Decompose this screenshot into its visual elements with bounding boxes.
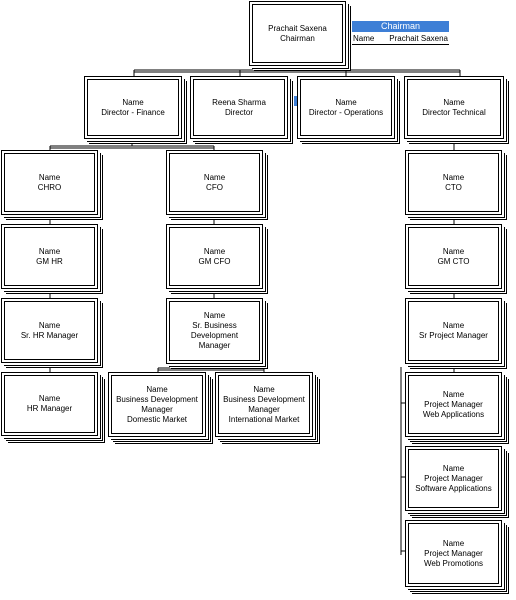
pm-software-applications-title: Project Manager — [424, 473, 483, 483]
cto-title: CTO — [445, 182, 462, 192]
chairman-box[interactable]: Prachait Saxena Chairman — [249, 1, 346, 66]
hr-manager-name: Name — [38, 394, 61, 403]
gm-hr-title: GM HR — [36, 256, 63, 266]
gm-hr-name: Name — [38, 246, 61, 256]
director-title: Director — [224, 107, 253, 117]
bdm-international-market: International Market — [228, 414, 300, 424]
pm-web-promotions-name: Name — [442, 538, 465, 548]
pm-web-applications-title: Project Manager — [424, 399, 483, 409]
bdm-international-box[interactable]: Name Business Development Manager Intern… — [215, 372, 313, 437]
director-technical-name: Name — [443, 97, 465, 107]
legend-row: Name Prachait Saxena — [352, 32, 449, 45]
pm-web-applications-box[interactable]: Name Project Manager Web Applications — [405, 372, 502, 437]
director-box[interactable]: Reena Sharma Director — [190, 76, 288, 139]
bdm-international-title: Business Development — [223, 394, 305, 404]
cfo-name: Name — [203, 172, 226, 182]
sr-bdm-title-cont: Manager — [198, 341, 231, 350]
sr-bdm-box[interactable]: Name Sr. Business Development Manager — [166, 298, 263, 364]
director-technical-box[interactable]: Name Director Technical — [404, 76, 504, 139]
pm-web-promotions-area: Web Promotions — [424, 558, 483, 568]
cfo-box[interactable]: Name CFO — [166, 150, 263, 215]
legend-field-label: Name — [353, 34, 375, 43]
gm-cto-name: Name — [442, 246, 465, 256]
director-operations-name: Name — [335, 97, 357, 107]
gm-cfo-title: GM CFO — [198, 256, 231, 266]
cfo-title: CFO — [206, 182, 223, 192]
bdm-domestic-title-cont: Manager — [141, 404, 173, 414]
director-operations-box[interactable]: Name Director - Operations — [297, 76, 395, 139]
sr-bdm-name: Name — [203, 311, 226, 320]
gm-cto-title: GM CTO — [437, 256, 470, 266]
pm-web-promotions-box[interactable]: Name Project Manager Web Promotions — [405, 520, 502, 587]
gm-hr-box[interactable]: Name GM HR — [1, 224, 98, 289]
bdm-domestic-name: Name — [146, 384, 168, 394]
director-technical-title: Director Technical — [422, 107, 486, 117]
sr-project-manager-title: Sr Project Manager — [419, 331, 488, 340]
bdm-domestic-box[interactable]: Name Business Development Manager Domest… — [108, 372, 206, 437]
connector-marker — [294, 96, 297, 106]
director-finance-title: Director - Finance — [101, 107, 165, 117]
sr-hr-manager-name: Name — [38, 320, 61, 330]
pm-web-promotions-title: Project Manager — [424, 548, 483, 558]
sr-project-manager-box[interactable]: Name Sr Project Manager — [405, 298, 502, 364]
pm-software-applications-box[interactable]: Name Project Manager Software Applicatio… — [405, 446, 502, 511]
bdm-international-name: Name — [253, 384, 275, 394]
director-name: Reena Sharma — [212, 97, 266, 107]
chro-box[interactable]: Name CHRO — [1, 150, 98, 215]
pm-software-applications-area: Software Applications — [415, 483, 492, 493]
gm-cfo-name: Name — [203, 246, 226, 256]
chro-name: Name — [38, 172, 61, 182]
bdm-domestic-market: Domestic Market — [126, 414, 187, 424]
director-operations-title: Director - Operations — [308, 107, 384, 117]
legend-title: Chairman — [352, 21, 449, 32]
pm-software-applications-name: Name — [442, 463, 465, 473]
info-legend: Chairman Name Prachait Saxena — [352, 21, 449, 45]
bdm-international-title-cont: Manager — [248, 404, 280, 414]
legend-field-value: Prachait Saxena — [389, 34, 448, 43]
cto-name: Name — [442, 172, 465, 182]
gm-cfo-box[interactable]: Name GM CFO — [166, 224, 263, 289]
bdm-domestic-title: Business Development — [116, 394, 198, 404]
sr-project-manager-name: Name — [442, 321, 465, 330]
sr-bdm-title: Sr. Business Development — [190, 321, 239, 340]
cto-box[interactable]: Name CTO — [405, 150, 502, 215]
chairman-title: Chairman — [280, 33, 315, 43]
gm-cto-box[interactable]: Name GM CTO — [405, 224, 502, 289]
sr-hr-manager-title: Sr. HR Manager — [20, 330, 79, 340]
hr-manager-box[interactable]: Name HR Manager — [1, 372, 98, 436]
chairman-name: Prachait Saxena — [268, 23, 327, 33]
director-finance-box[interactable]: Name Director - Finance — [84, 76, 182, 139]
chro-title: CHRO — [37, 182, 62, 192]
pm-web-applications-name: Name — [442, 389, 465, 399]
pm-web-applications-area: Web Applications — [422, 409, 485, 419]
sr-hr-manager-box[interactable]: Name Sr. HR Manager — [1, 298, 98, 363]
director-finance-name: Name — [122, 97, 144, 107]
hr-manager-title: HR Manager — [26, 404, 73, 413]
